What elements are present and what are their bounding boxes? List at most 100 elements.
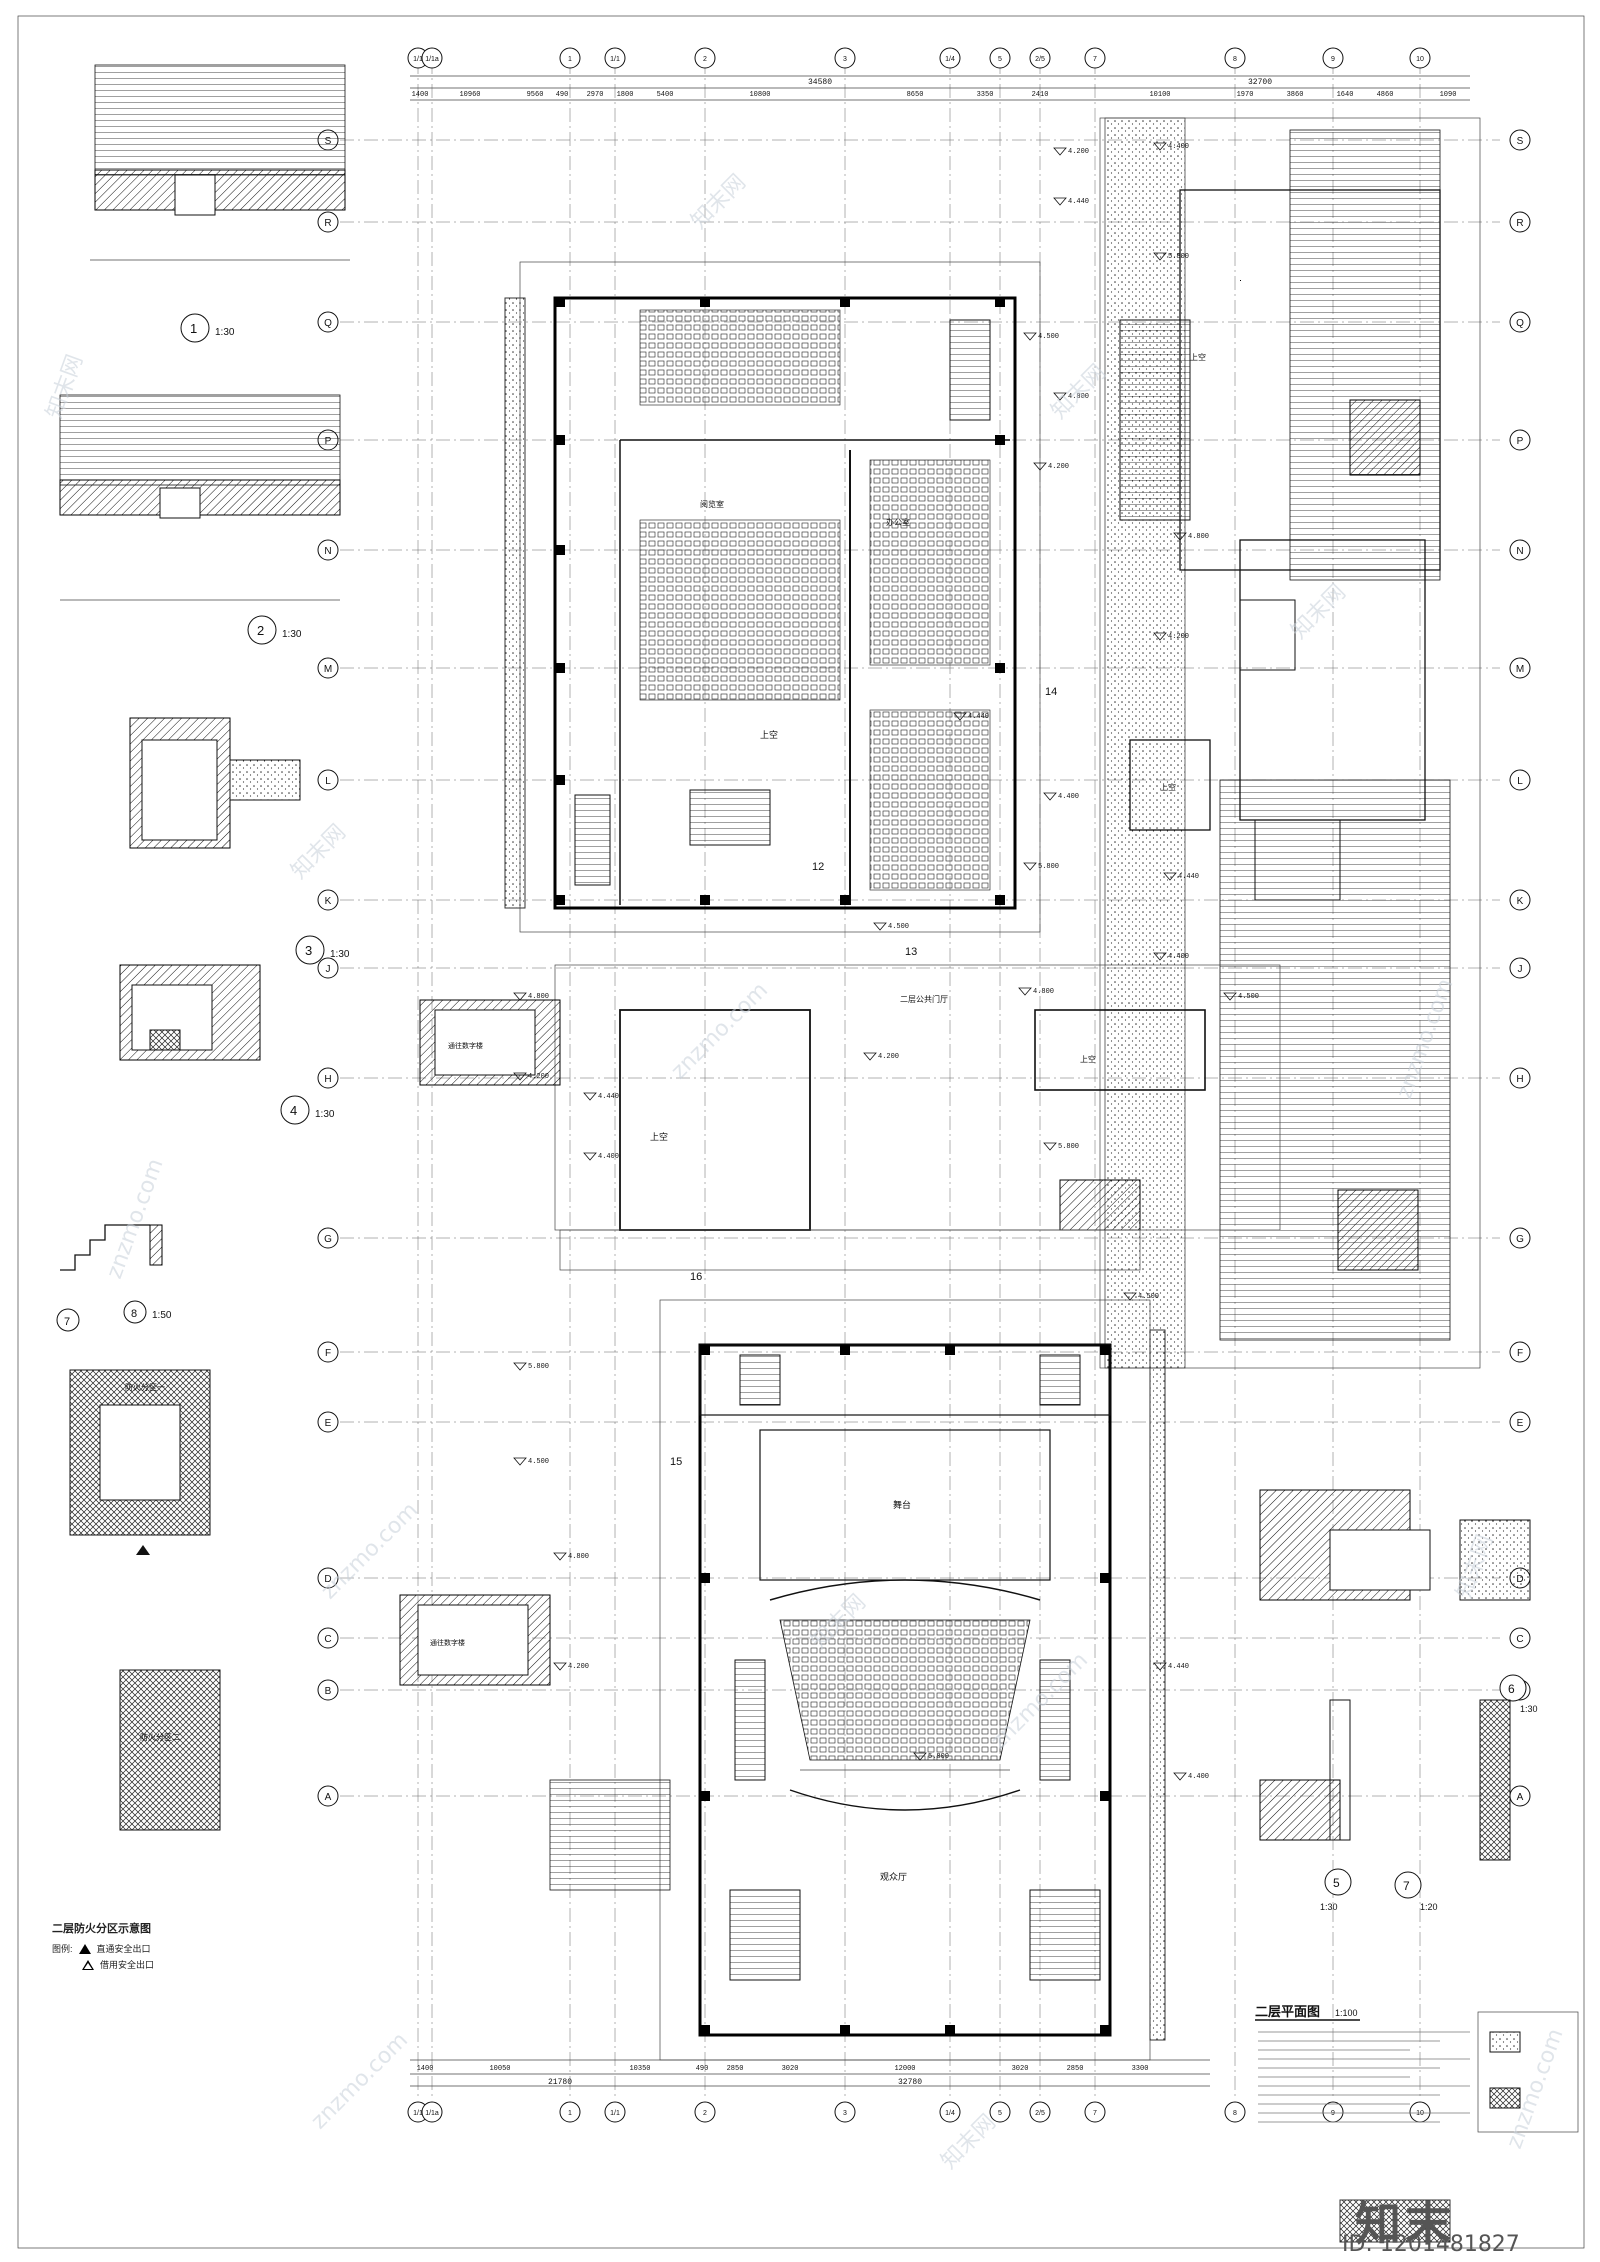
office-label: 办公室 (886, 517, 910, 527)
col-bubble-bottom: 1/1 (413, 2110, 423, 2117)
dim-top: 1970 (1237, 91, 1254, 99)
row-bubble-left: Q (324, 318, 332, 329)
foyer-label: 二层公共门厅 (900, 994, 948, 1004)
row-bubble-right: H (1516, 1074, 1523, 1085)
dim-top: 490 (556, 91, 569, 99)
fire-zoning-legend: 二层防火分区示意图 图例: 直通安全出口 借用安全出口 (52, 1920, 272, 2100)
south-block-theatre: 舞台 观众厅 通往数字楼 (399, 1229, 1166, 2061)
north-block-plan: 上空 阅览室 办公室 (504, 261, 1041, 933)
grid-row-bubbles-left: SRQPNMLKJHGFEDCBA (317, 129, 339, 1807)
watermark-text: znzmo.com (307, 2028, 413, 2134)
col-bubble-bottom: 1 (568, 2110, 572, 2117)
col-bubble-bottom: 10 (1416, 2110, 1424, 2117)
dim-top: 9560 (527, 91, 544, 99)
detail-2-number: 2 (257, 623, 264, 638)
central-link-plan: 上空 二层公共门厅 上空 通往数字楼 (419, 964, 1281, 1231)
sheet-stamp (1339, 2199, 1451, 2243)
dim-top: 3350 (977, 91, 994, 99)
elevation-value: 4.200 (1168, 633, 1189, 641)
dim-bottom: 12000 (894, 2065, 915, 2073)
elevation-value: 5.800 (528, 1363, 549, 1371)
legend-borrow-exit: 借用安全出口 (100, 1960, 155, 1970)
elevation-value: 4.800 (1033, 988, 1054, 996)
reading-room-label: 阅览室 (700, 499, 724, 509)
elevation-value: 4.400 (1058, 793, 1079, 801)
col-bubble-bottom: 1/4 (945, 2110, 955, 2117)
watermark-text: 知末网 (1047, 360, 1111, 424)
row-bubble-left: R (324, 218, 331, 229)
col-bubble-top: 7 (1093, 56, 1097, 63)
col-bubble-bottom: 3 (843, 2110, 847, 2117)
zone-14: 14 (1045, 686, 1057, 698)
col-bubble-top: 1/1 (610, 56, 620, 63)
zoning-title: 二层防火分区示意图 (52, 1923, 151, 1935)
elevation-value: 4.200 (568, 1663, 589, 1671)
sheet-border (17, 15, 1585, 2249)
zone-13: 13 (905, 946, 917, 958)
row-bubble-left: H (324, 1074, 331, 1085)
row-bubble-left: D (324, 1574, 331, 1585)
detail-8-number: 8 (131, 1308, 137, 1320)
row-bubble-left: N (324, 546, 331, 557)
detail-4-number: 4 (290, 1103, 297, 1118)
plan-title-block: 二层平面图 1:100 (1255, 2004, 1579, 2133)
watermark-text: 知末网 (687, 170, 751, 234)
col-bubble-bottom: 5 (998, 2110, 1002, 2117)
detail-2-scale: 1:30 (282, 629, 302, 640)
zone-12: 12 (812, 861, 824, 873)
dim-top: 3860 (1287, 91, 1304, 99)
dim-top: 1090 (1440, 91, 1457, 99)
dimension-strings-bottom (410, 2059, 1210, 2087)
row-bubble-left: M (324, 664, 332, 675)
void-label-east-2: 上空 (1160, 782, 1176, 792)
brand-id: ID: 1201481827 (1342, 2232, 1520, 2257)
dim-bottom: 3020 (782, 2065, 799, 2073)
dim-top: 10960 (459, 91, 480, 99)
row-bubble-left: E (325, 1418, 332, 1429)
col-bubble-top: 5 (998, 56, 1002, 63)
plan-title: 二层平面图 (1255, 2004, 1320, 2019)
detail-6: 6 1:30 (1259, 1489, 1538, 1714)
detail-6-scale: 1:30 (1520, 1704, 1538, 1714)
col-bubble-bottom: 9 (1331, 2110, 1335, 2117)
dim-top: 2410 (1032, 91, 1049, 99)
elevation-value: 5.800 (1038, 863, 1059, 871)
zone-15: 15 (670, 1456, 682, 1468)
dim-top: 5400 (657, 91, 674, 99)
zone-block-2: 防火分区二 (140, 1732, 180, 1742)
zone-16: 16 (690, 1271, 702, 1283)
link-bridge-label-2: 通往数字楼 (430, 1638, 465, 1647)
row-bubble-right: M (1516, 664, 1524, 675)
elevation-value: 4.400 (598, 1153, 619, 1161)
elevation-marks: 4.2004.4404.4005.8004.5004.8004.2004.440… (513, 142, 1259, 1781)
row-bubble-right: N (1516, 546, 1523, 557)
elevation-value: 4.500 (1038, 333, 1059, 341)
row-bubble-left: B (325, 1686, 332, 1697)
detail-5-scale: 1:30 (1320, 1902, 1338, 1912)
elevation-value: 4.200 (878, 1053, 899, 1061)
watermark-text: 知末网 (1287, 580, 1351, 644)
stage-label: 舞台 (893, 1499, 911, 1510)
col-bubble-bottom: 8 (1233, 2110, 1237, 2117)
safe-exit-icon (78, 1943, 91, 1954)
dim-top: 10100 (1149, 91, 1170, 99)
elevation-value: 5.800 (928, 1753, 949, 1761)
elevation-value: 4.800 (1188, 533, 1209, 541)
elevation-value: 4.500 (1238, 993, 1259, 1001)
void-label-east-1: 上空 (1190, 352, 1206, 362)
col-bubble-top: 8 (1233, 56, 1237, 63)
elevation-value: 4.500 (888, 923, 909, 931)
row-bubble-right: Q (1516, 318, 1524, 329)
detail-1: 1 1:30 (90, 64, 350, 343)
row-bubble-right: S (1517, 136, 1524, 147)
row-bubble-right: L (1517, 776, 1523, 787)
row-bubble-right: C (1516, 1634, 1523, 1645)
watermark-text: znzmo.com (667, 978, 773, 1084)
elevation-value: 4.440 (1178, 873, 1199, 881)
legend-safe-exit: 直通安全出口 (96, 1944, 151, 1954)
legend-label: 图例: (52, 1944, 73, 1954)
